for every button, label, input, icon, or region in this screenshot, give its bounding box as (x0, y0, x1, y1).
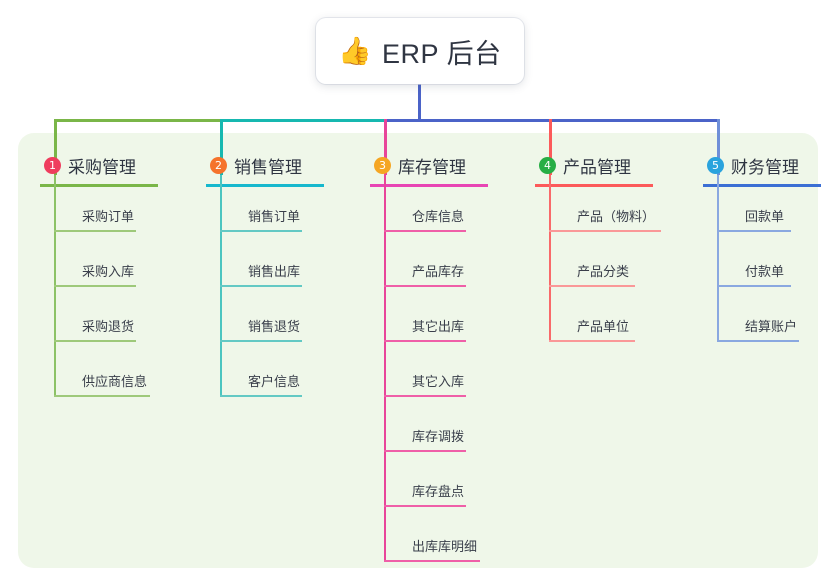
branch-spine-3 (384, 175, 386, 560)
item-underline (220, 285, 302, 287)
item-label: 销售订单 (248, 209, 301, 224)
branch-header-4[interactable]: 4 产品管理 (521, 148, 653, 187)
item-label: 采购退货 (82, 319, 135, 334)
item-label: 产品单位 (577, 319, 630, 334)
item-underline (717, 230, 791, 232)
item-underline (220, 395, 302, 397)
diagram-panel (18, 133, 818, 568)
branch-underline-4 (535, 184, 653, 187)
branch-header-5[interactable]: 5 财务管理 (689, 148, 821, 187)
item-label: 销售出库 (248, 264, 301, 279)
item-label: 库存盘点 (412, 484, 465, 499)
item-label: 其它出库 (412, 319, 465, 334)
item-underline (717, 285, 791, 287)
item-underline (54, 285, 136, 287)
branch-underline-3 (370, 184, 488, 187)
item-label: 供应商信息 (82, 374, 148, 389)
item-label: 客户信息 (248, 374, 301, 389)
branch-header-2[interactable]: 2 销售管理 (192, 148, 324, 187)
branch-drop-4 (549, 119, 552, 175)
branch-badge-3: 3 (374, 156, 391, 174)
branch-column-4: 4 产品管理产品（物料） 产品分类产品单位 (521, 148, 661, 342)
item-underline (549, 340, 635, 342)
branch-title-3: 库存管理 (398, 157, 466, 177)
item-underline (384, 505, 466, 507)
branch-title-1: 采购管理 (68, 157, 136, 177)
branch-badge-1: 1 (44, 156, 61, 174)
item-underline (384, 230, 466, 232)
thumbs-up-icon: 👍 (338, 35, 373, 67)
branch-badge-5: 5 (707, 156, 724, 174)
item-underline (54, 340, 136, 342)
item-label: 其它入库 (412, 374, 465, 389)
item-underline (384, 395, 466, 397)
branch-underline-2 (206, 184, 324, 187)
branch-title-5: 财务管理 (731, 157, 799, 177)
item-label: 产品库存 (412, 264, 465, 279)
branch-header-1[interactable]: 1 采购管理 (26, 148, 158, 187)
bus-segment-2 (220, 119, 387, 122)
item-label: 结算账户 (745, 319, 798, 334)
item-label: 产品（物料） (577, 209, 656, 224)
branch-badge-4: 4 (539, 156, 556, 174)
item-underline (549, 230, 661, 232)
branch-spine-5 (717, 175, 719, 340)
branch-drop-5 (717, 119, 720, 175)
branch-underline-1 (40, 184, 158, 187)
branch-drop-1 (54, 119, 57, 175)
item-underline (384, 340, 466, 342)
branch-drop-2 (220, 119, 223, 175)
branch-column-1: 1 采购管理采购订单采购入库采购退货供应商信息 (26, 148, 158, 397)
root-title: ERP 后台 (382, 38, 502, 69)
branch-badge-2: 2 (210, 156, 227, 174)
item-underline (384, 450, 466, 452)
item-underline (717, 340, 799, 342)
item-label: 付款单 (745, 264, 785, 279)
item-underline (220, 230, 302, 232)
branch-title-4: 产品管理 (563, 157, 631, 177)
item-label: 仓库信息 (412, 209, 465, 224)
bus-segment-3 (384, 119, 720, 122)
item-underline (54, 395, 150, 397)
item-underline (384, 560, 480, 562)
branch-header-3[interactable]: 3 库存管理 (356, 148, 488, 187)
branch-title-2: 销售管理 (234, 157, 302, 177)
item-underline (384, 285, 466, 287)
item-label: 回款单 (745, 209, 785, 224)
item-label: 产品分类 (577, 264, 630, 279)
root-stem (418, 84, 421, 122)
branch-column-3: 3 库存管理仓库信息产品库存其它出库其它入库库存调拨库存盘点出库库明细 (356, 148, 488, 562)
bus-segment-1 (54, 119, 223, 122)
item-underline (549, 285, 635, 287)
root-node[interactable]: 👍 ERP 后台 (316, 18, 524, 84)
item-underline (54, 230, 136, 232)
branch-column-2: 2 销售管理销售订单销售出库销售退货客户信息 (192, 148, 324, 397)
branch-spine-4 (549, 175, 551, 340)
item-label: 库存调拨 (412, 429, 465, 444)
branch-column-5: 5 财务管理回款单付款单结算账户 (689, 148, 821, 342)
branch-drop-3 (384, 119, 387, 175)
item-label: 采购订单 (82, 209, 135, 224)
item-label: 采购入库 (82, 264, 135, 279)
item-label: 出库库明细 (412, 539, 478, 554)
branch-underline-5 (703, 184, 821, 187)
item-label: 销售退货 (248, 319, 301, 334)
item-underline (220, 340, 302, 342)
